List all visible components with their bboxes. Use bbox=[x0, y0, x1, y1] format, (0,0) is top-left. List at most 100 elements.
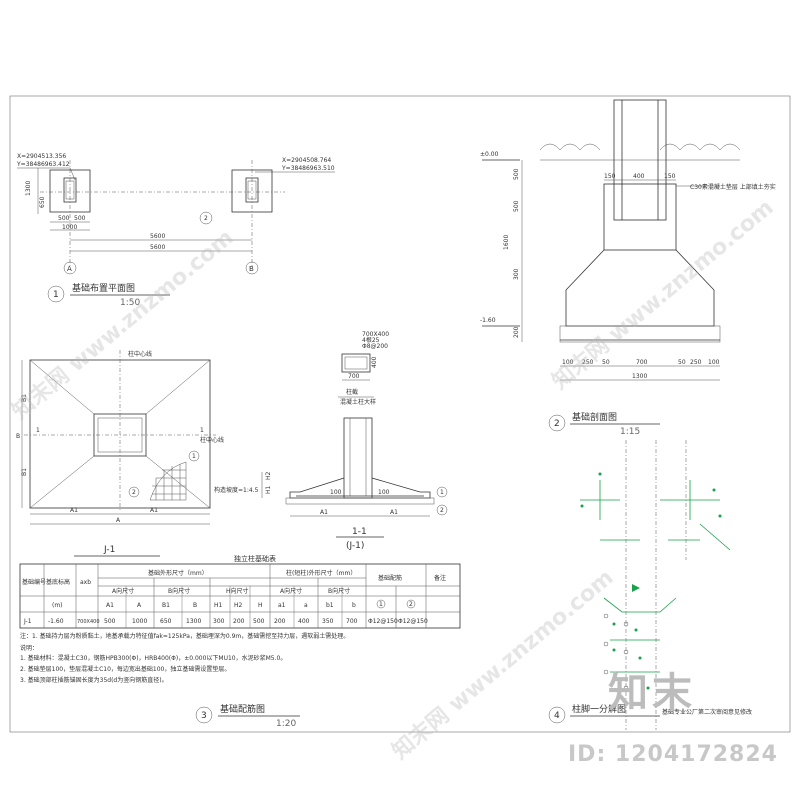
section-h2: H2 bbox=[265, 471, 272, 480]
section-h1: H1 bbox=[265, 485, 272, 494]
table-cell-10: 200 bbox=[274, 618, 286, 625]
table-h-col: 柱(短柱)外形尺寸（mm） bbox=[286, 569, 356, 577]
plan-marker-2: 2 bbox=[204, 215, 208, 222]
detail-name: J-1 bbox=[103, 545, 115, 555]
table-h-b: B向尺寸 bbox=[168, 587, 190, 595]
detail-b1: B1 bbox=[21, 394, 28, 402]
section-bottom-dim-3: 700 bbox=[636, 359, 648, 366]
table-sub-4: H1 bbox=[214, 602, 223, 609]
col-note: 混凝土柱大样 bbox=[340, 398, 376, 406]
section-100a: 100 bbox=[330, 489, 342, 496]
table-cell-1: -1.60 bbox=[48, 618, 64, 625]
detail-a-total: A bbox=[116, 517, 121, 524]
section-c1: 1 bbox=[440, 489, 444, 496]
section-dim-400: 400 bbox=[633, 173, 645, 180]
plan-dim-500b: 500 bbox=[74, 215, 86, 222]
table-h-remark: 备注 bbox=[434, 574, 446, 582]
detail-a1b: A1 bbox=[150, 507, 158, 514]
section-scale: 1:15 bbox=[620, 427, 640, 437]
detail-col-center: 柱中心线 bbox=[128, 350, 152, 358]
col-dim-700: 700 bbox=[348, 373, 360, 380]
table-cell-6: 1300 bbox=[186, 618, 201, 625]
section-dim-150a: 150 bbox=[604, 173, 616, 180]
section-bottom-dim-2: 50 bbox=[602, 359, 610, 366]
plan-dim-1000: 1000 bbox=[62, 224, 77, 231]
notes-title: 基础配筋图 bbox=[220, 703, 265, 715]
watermark-logo: 知末 bbox=[608, 670, 696, 716]
table-sub-6: H bbox=[258, 602, 263, 609]
table-sub-3: B bbox=[193, 602, 197, 609]
table-h-ca: A向尺寸 bbox=[280, 587, 302, 595]
section-title-1-1: 1-1 bbox=[352, 527, 367, 537]
col-spec2: Φ8@200 bbox=[362, 343, 388, 350]
note-4: 3. 基础顶部柱插筋锚固长度为35d(d为竖向钢筋直径)。 bbox=[20, 676, 168, 684]
slope-note: 构造坡度=1:4.5 bbox=[214, 486, 259, 494]
plan-number: 1 bbox=[53, 290, 59, 300]
table-cell-2: 700X400 bbox=[77, 619, 100, 625]
axis-b-label: B bbox=[249, 265, 254, 273]
table-h-m: (m) bbox=[52, 602, 63, 609]
section-c2: 2 bbox=[440, 507, 444, 514]
foot-note: 基础专业公厂第二次审阅意见修改 bbox=[662, 708, 752, 716]
detail-b-total: B bbox=[16, 433, 20, 440]
detail-circle-1: 1 bbox=[192, 453, 196, 460]
table-h-no: 基础编号 bbox=[22, 578, 46, 586]
plan-coord2-x: X=2904508.764 bbox=[282, 157, 331, 164]
section-bottom-dim-4: 50 bbox=[678, 359, 686, 366]
table-h-axb: axb bbox=[80, 579, 91, 586]
table-title: 独立柱基础表 bbox=[234, 554, 276, 563]
table-h-rebar: 基础配筋 bbox=[378, 574, 402, 582]
note-1: 说明： bbox=[20, 644, 38, 652]
foot-number: 4 bbox=[554, 711, 560, 721]
section-dim-1600: 1600 bbox=[503, 235, 510, 250]
table-c1: 1 bbox=[379, 601, 383, 608]
table-cell-5: 650 bbox=[160, 618, 172, 625]
plan-scale: 1:50 bbox=[120, 298, 140, 308]
table-sub-5: H2 bbox=[234, 602, 243, 609]
section-dim-1300: 1300 bbox=[632, 373, 647, 380]
watermark-text-2: 知末网 www.znzmo.com bbox=[387, 564, 618, 764]
table-cell-13: 700 bbox=[346, 618, 358, 625]
detail-cut-left: 1 bbox=[36, 427, 40, 434]
table-h-h: H向尺寸 bbox=[226, 587, 249, 595]
watermark-text-3: 知末网 www.znzmo.com bbox=[547, 194, 778, 394]
plan-coord1-y: Y=38486963.412 bbox=[16, 161, 70, 168]
foot-title: 柱脚一分解图 bbox=[572, 703, 626, 715]
column-section: 700X400 4根25 Φ8@200 400 700 柱截 混凝土柱大样 bbox=[338, 331, 389, 406]
plan-dim-5600b: 5600 bbox=[150, 244, 165, 251]
section-dim-150b: 150 bbox=[664, 173, 676, 180]
section-bottom-dim-0: 100 bbox=[562, 359, 574, 366]
table-cell-7: 300 bbox=[213, 618, 225, 625]
watermark-text-1: 知末网 www.znzmo.com bbox=[7, 224, 238, 424]
footing-detail-plan: 柱中心线 柱中心线 1 1 1 2 B B1 B1 A1 A1 A J-1 bbox=[16, 350, 224, 557]
sheet-border bbox=[9, 95, 791, 733]
table-cell-0: J-1 bbox=[23, 618, 32, 625]
table-h-a: A向尺寸 bbox=[112, 587, 134, 595]
table-h-cb: B向尺寸 bbox=[328, 587, 350, 595]
watermark-id: ID: 1204172824 bbox=[568, 742, 778, 767]
section-bottom-dim-1: 250 bbox=[582, 359, 594, 366]
notes-scale: 1:20 bbox=[276, 719, 296, 729]
table-sub-1: A bbox=[137, 602, 142, 609]
section-bottom-dim-6: 100 bbox=[708, 359, 720, 366]
plan-dim-5600a: 5600 bbox=[150, 233, 165, 240]
table-cell-3: 500 bbox=[104, 618, 116, 625]
table-c2: 2 bbox=[409, 601, 413, 608]
section-note: C30素混凝土垫层 上部填土夯实 bbox=[690, 183, 776, 191]
plan-coord2-y: Y=38486963.510 bbox=[281, 165, 335, 172]
section-sub-j1: (J-1) bbox=[346, 541, 364, 551]
table-sub-0: A1 bbox=[106, 602, 114, 609]
table-cell-9: 500 bbox=[253, 618, 265, 625]
col-section-label: 柱截 bbox=[346, 388, 358, 396]
foundation-section: ±0.00 C30素混凝土垫层 上部填土夯实 150 400 150 500 5… bbox=[480, 99, 776, 437]
table-sub-7: a1 bbox=[278, 602, 286, 609]
section-el-bottom: -1.60 bbox=[480, 317, 496, 324]
table-cell-14: Φ12@150 bbox=[368, 618, 398, 625]
table-sub-8: a bbox=[304, 602, 308, 609]
note-0: 注：1. 基础持力层为粉质黏土，地基承载力特征值fak=125kPa，基础埋深为… bbox=[20, 632, 349, 640]
section-title: 基础剖面图 bbox=[572, 411, 617, 423]
section-number: 2 bbox=[554, 419, 560, 429]
note-2: 1. 基础材料：混凝土C30，钢筋HPB300(Φ)，HRB400(Φ)，±0.… bbox=[20, 654, 286, 662]
table-cell-12: 350 bbox=[322, 618, 334, 625]
